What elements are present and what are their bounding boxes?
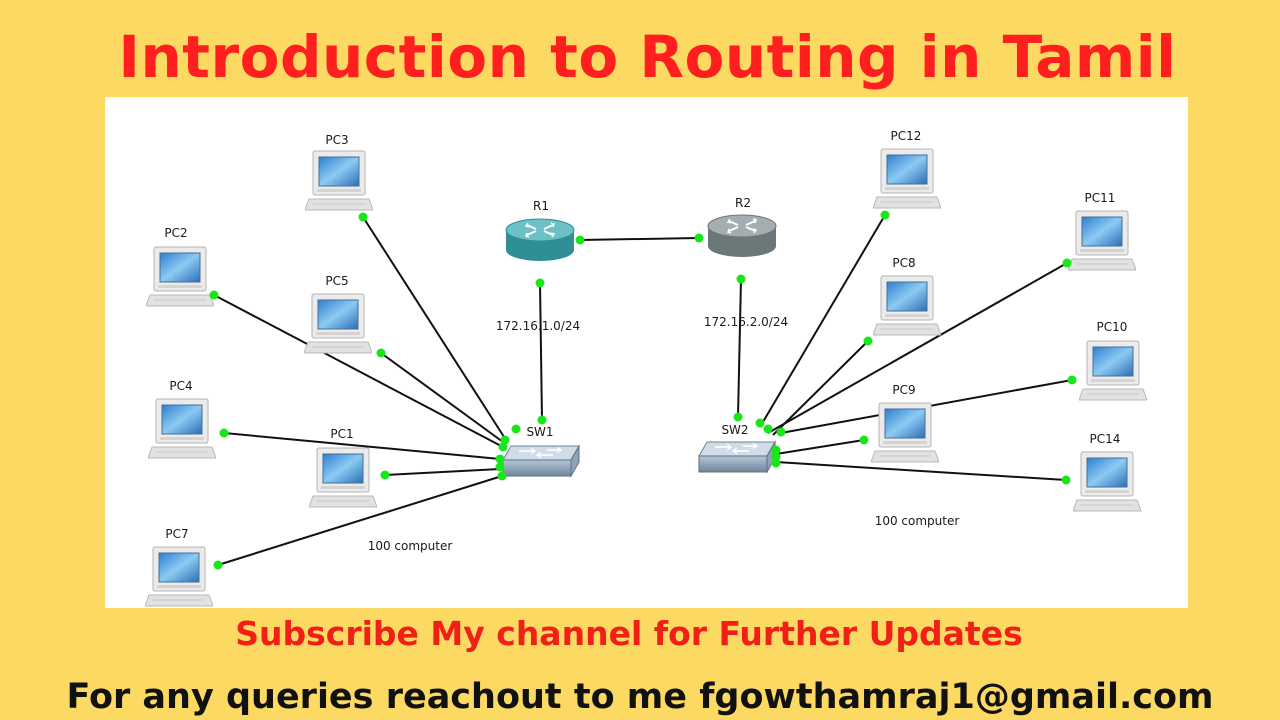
pc-label: PC9 xyxy=(892,383,915,397)
diagram-canvas: R1 R2 SW1 SW2 172.16.1.0/24 172.16.2.0/2… xyxy=(145,129,1147,607)
link-endpoint xyxy=(736,274,746,284)
network-diagram: R1 R2 SW1 SW2 172.16.1.0/24 172.16.2.0/2… xyxy=(105,97,1188,608)
link-endpoint xyxy=(209,290,219,300)
pc-icon xyxy=(873,275,941,336)
pc-icon xyxy=(146,246,214,307)
switch-icon xyxy=(502,445,580,477)
link-pc1-sw1 xyxy=(384,468,501,476)
link-endpoint xyxy=(537,415,547,425)
pc-icon xyxy=(873,148,941,209)
link-endpoint xyxy=(880,210,890,220)
pc-label: PC5 xyxy=(325,274,348,288)
link-endpoints xyxy=(209,210,1077,570)
pc-label: PC3 xyxy=(325,133,348,147)
link-endpoint xyxy=(763,424,773,434)
link-endpoint xyxy=(498,442,508,452)
subscribe-banner: Subscribe My channel for Further Updates xyxy=(235,614,1023,653)
page-title: Introduction to Routing in Tamil xyxy=(118,23,1177,91)
link-pc11-sw2 xyxy=(767,262,1068,434)
router-icon xyxy=(707,214,777,258)
pcs xyxy=(145,148,1147,607)
link-endpoint xyxy=(358,212,368,222)
pc-label: PC8 xyxy=(892,256,915,270)
network-label: 172.16.1.0/24 xyxy=(496,319,580,333)
link-endpoint xyxy=(755,418,765,428)
diagram-labels: R1 R2 SW1 SW2 172.16.1.0/24 172.16.2.0/2… xyxy=(164,129,1127,553)
link-endpoint xyxy=(776,427,786,437)
pc-label: PC14 xyxy=(1090,432,1121,446)
network-label: 172.16.2.0/24 xyxy=(704,315,788,329)
pc-label: PC11 xyxy=(1085,191,1116,205)
link-pc4-sw1 xyxy=(223,432,501,460)
pc-label: PC1 xyxy=(330,427,353,441)
link-endpoint xyxy=(575,235,585,245)
contact-line: For any queries reachout to me fgowthamr… xyxy=(66,677,1214,717)
pc-label: PC10 xyxy=(1097,320,1128,334)
pc-icon xyxy=(1073,451,1141,512)
router-label: R1 xyxy=(533,199,549,213)
link-endpoint xyxy=(694,233,704,243)
link-r1-r2 xyxy=(579,237,700,241)
link-endpoint xyxy=(497,471,507,481)
link-pc2-sw1 xyxy=(213,294,504,448)
switch-label: SW2 xyxy=(721,423,748,437)
link-pc12-sw2 xyxy=(759,214,886,428)
link-r1-sw1 xyxy=(539,282,543,421)
link-pc8-sw2 xyxy=(772,340,869,436)
link-endpoint xyxy=(771,445,781,455)
link-pc9-sw2 xyxy=(775,439,865,455)
pc-icon xyxy=(148,398,216,459)
link-endpoint xyxy=(863,336,873,346)
link-endpoint xyxy=(1061,475,1071,485)
router-icon xyxy=(505,218,575,262)
link-endpoint xyxy=(511,424,521,434)
link-endpoint xyxy=(859,435,869,445)
pc-icon xyxy=(305,150,373,211)
link-endpoint xyxy=(500,435,510,445)
pc-icon xyxy=(145,546,213,607)
note-label: 100 computer xyxy=(875,514,960,528)
switch-label: SW1 xyxy=(526,425,553,439)
link-endpoint xyxy=(1067,375,1077,385)
link-endpoint xyxy=(495,462,505,472)
pc-icon xyxy=(1068,210,1136,271)
pc-label: PC2 xyxy=(164,226,187,240)
link-endpoint xyxy=(495,454,505,464)
link-endpoint xyxy=(213,560,223,570)
pc-icon xyxy=(309,447,377,508)
link-endpoint xyxy=(535,278,545,288)
link-endpoint xyxy=(380,470,390,480)
pc-label: PC12 xyxy=(891,129,922,143)
pc-icon xyxy=(1079,340,1147,401)
switches xyxy=(502,441,776,477)
pc-label: PC7 xyxy=(165,527,188,541)
link-r2-sw2 xyxy=(737,278,742,418)
note-label: 100 computer xyxy=(368,539,453,553)
link-endpoint xyxy=(733,412,743,422)
link-pc3-sw1 xyxy=(362,216,507,441)
link-endpoint xyxy=(376,348,386,358)
pc-icon xyxy=(304,293,372,354)
router-label: R2 xyxy=(735,196,751,210)
link-pc5-sw1 xyxy=(380,352,504,443)
link-endpoint xyxy=(1062,258,1072,268)
pc-icon xyxy=(871,402,939,463)
link-pc14-sw2 xyxy=(775,461,1067,481)
pc-label: PC4 xyxy=(169,379,192,393)
network-links xyxy=(213,214,1073,566)
link-endpoint xyxy=(219,428,229,438)
switch-icon xyxy=(698,441,776,473)
link-pc7-sw1 xyxy=(217,475,503,566)
link-endpoint xyxy=(771,458,781,468)
